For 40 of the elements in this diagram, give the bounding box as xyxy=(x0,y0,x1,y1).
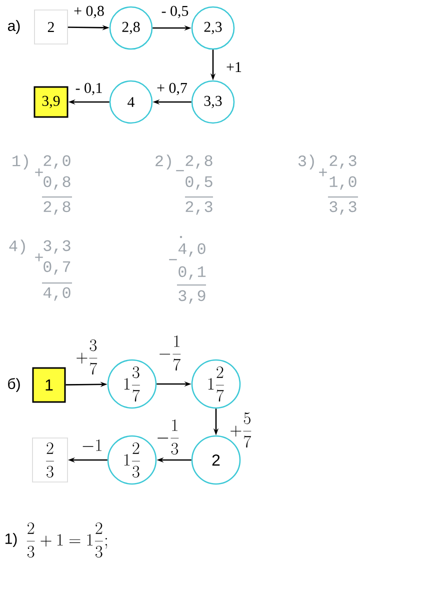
part-label: а) xyxy=(8,20,20,34)
operation-sign: + xyxy=(35,168,43,176)
step-number: 1) xyxy=(6,533,17,547)
operation-sign: − xyxy=(176,170,184,172)
highlighted-box: 1 xyxy=(32,367,66,403)
edge-label: +1 xyxy=(226,62,242,72)
column-number: 4,0 xyxy=(178,243,206,257)
column-number: 2,0 xyxy=(44,155,70,169)
step-number: 1) xyxy=(12,154,28,170)
edge-label: $-\frac{1}{7}$ xyxy=(160,335,181,371)
edge-label: - 0,5 xyxy=(162,6,188,18)
column-number: 3,3 xyxy=(44,240,70,254)
edge-label: + 0,7 xyxy=(157,82,187,96)
step-number: 2) xyxy=(156,154,171,170)
edge-label: $+\frac{3}{7}$ xyxy=(76,339,98,375)
edge-label: $-1$ xyxy=(82,439,102,451)
column-number: 3,9 xyxy=(178,290,206,304)
edge-label: + 0,8 xyxy=(74,6,104,18)
number-box: 2 xyxy=(34,10,68,44)
column-number: 2,8 xyxy=(44,201,70,215)
column-number: 4,0 xyxy=(43,287,70,301)
column-number: 0,5 xyxy=(186,176,212,190)
edge-label: $-\frac{1}{3}$ xyxy=(158,419,179,455)
column-number: 2,3 xyxy=(330,155,356,169)
column-number: 0,1 xyxy=(178,266,206,280)
column-number: 3,3 xyxy=(330,201,356,215)
equation: $\frac{2}{3}+1=1\frac{2}{3};$ xyxy=(26,522,107,558)
operation-sign: − xyxy=(169,259,177,260)
step-number: 3) xyxy=(298,154,314,170)
column-number: 0,7 xyxy=(44,261,70,275)
column-number: 1,0 xyxy=(330,176,356,190)
step-number: 4) xyxy=(9,240,25,254)
operation-sign: + xyxy=(319,168,327,176)
highlighted-box: 3,9 xyxy=(34,86,68,118)
column-number: 2,3 xyxy=(186,201,212,215)
edge-label: - 0,1 xyxy=(76,82,102,96)
operation-sign: + xyxy=(35,253,43,262)
column-number: 0,8 xyxy=(44,176,70,190)
number-box: $\frac{2}{3}$ xyxy=(32,438,68,482)
column-number: 2,8 xyxy=(186,155,212,169)
